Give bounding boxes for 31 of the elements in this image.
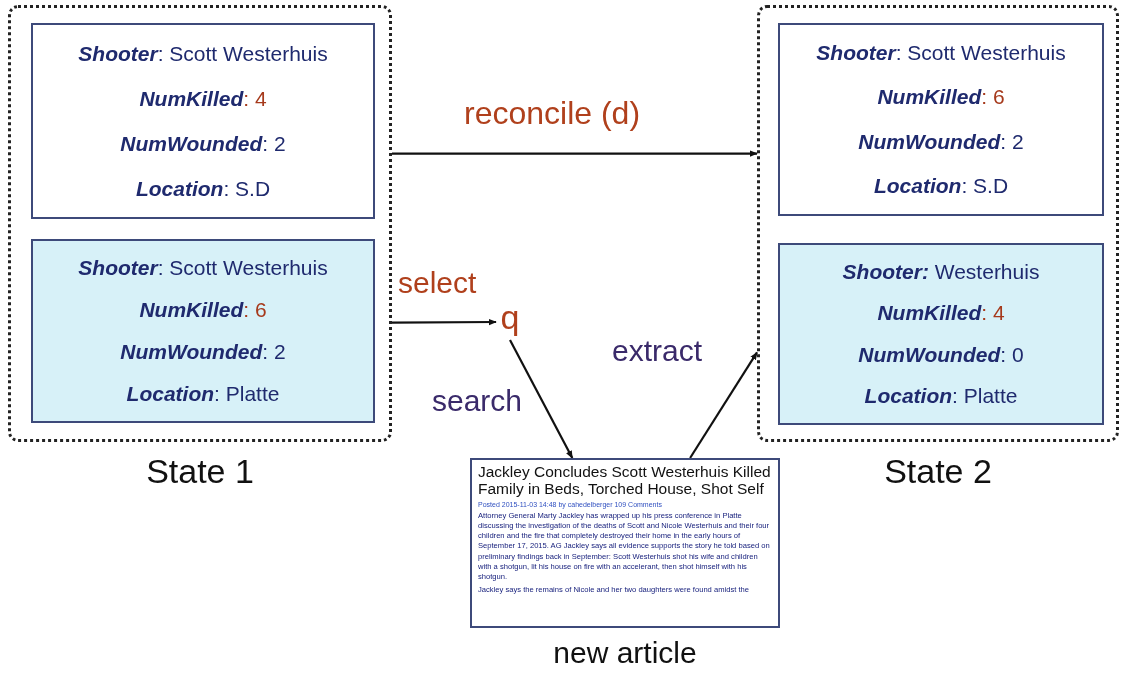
state-group-border — [757, 5, 1119, 442]
record-field: Shooter: Scott Westerhuis — [816, 41, 1066, 66]
node-label: new article — [552, 636, 698, 669]
record-card — [31, 239, 375, 423]
arrow — [689, 351, 758, 459]
record-field: NumKilled: 4 — [877, 301, 1005, 326]
record-field: Location: S.D — [873, 173, 1009, 198]
record-card — [31, 23, 375, 219]
record-field: NumKilled: 4 — [139, 86, 267, 111]
record-field: NumKilled: 6 — [139, 298, 267, 322]
record-field: Location: Platte — [864, 384, 1018, 409]
record-field: NumWounded: 0 — [858, 342, 1024, 367]
record-field: Shooter: Scott Westerhuis — [78, 41, 328, 66]
article-screenshot — [470, 458, 780, 628]
record-card — [778, 23, 1104, 216]
record-field: Shooter: Westerhuis — [842, 259, 1040, 284]
arrow — [509, 339, 574, 459]
record-card — [778, 243, 1104, 425]
record-field: NumWounded: 2 — [858, 129, 1024, 154]
record-field: Location: S.D — [135, 176, 271, 201]
record-field: NumWounded: 2 — [120, 131, 286, 156]
record-field: Shooter: Scott Westerhuis — [78, 256, 328, 280]
record-field: NumKilled: 6 — [877, 85, 1005, 110]
query-symbol: q — [496, 300, 524, 340]
record-field: Location: Platte — [126, 382, 280, 406]
record-field: NumWounded: 2 — [120, 340, 286, 364]
state-group-border — [8, 5, 392, 442]
arrow — [392, 318, 497, 326]
article-headline: Jackley Concludes Scott Westerhuis Killed Family in Beds, Torched House, Shot Self — [478, 463, 772, 498]
node-label: State 1 — [145, 453, 255, 491]
arrow — [392, 150, 758, 157]
